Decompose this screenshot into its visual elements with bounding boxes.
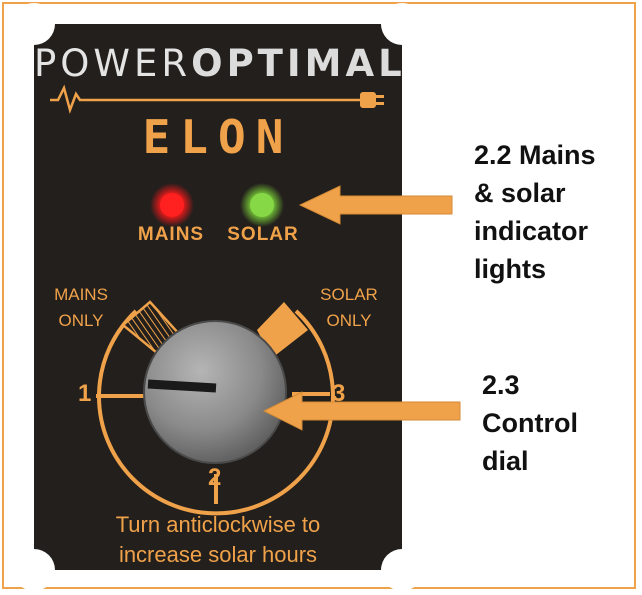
brand-underline [50, 84, 384, 115]
indicator-lights-callout: 2.2 Mains & solar indicator lights [474, 140, 596, 284]
mains-only-label: MAINS [54, 285, 108, 304]
brand-logo: POWEROPTIMAL [34, 42, 402, 85]
mains-indicator-core [160, 193, 184, 217]
solar-indicator-label: SOLAR [227, 224, 299, 245]
solar-indicator-core [250, 193, 274, 217]
panel-corner-cutout [381, 549, 423, 591]
solar-only-label-line2: ONLY [326, 311, 372, 330]
zigzag-wave-icon [50, 84, 360, 115]
instruction-line-1: Turn anticlockwise to [115, 512, 321, 537]
mains-indicator-label: MAINS [137, 224, 205, 245]
model-name: ELON [142, 110, 294, 164]
mains-only-label-line2: ONLY [58, 311, 104, 330]
dial-callout-arrow [262, 391, 461, 431]
panel-corner-cutout [381, 3, 423, 45]
panel-corner-cutout [13, 549, 55, 591]
solar-only-zone-label: SOLAR ONLY [304, 282, 394, 334]
panel-corner-cutout [13, 3, 55, 45]
dial-instruction: Turn anticlockwise to increase solar hou… [34, 510, 402, 570]
brand-text-light: POWER [34, 42, 192, 85]
indicator-callout-arrow [298, 185, 453, 225]
control-dial-callout: 2.3 Control dial [482, 370, 578, 476]
solar-only-label: SOLAR [320, 285, 378, 304]
instruction-line-2: increase solar hours [118, 542, 318, 567]
mains-only-zone-label: MAINS ONLY [36, 282, 126, 334]
dial-pointer-indicator [147, 379, 217, 393]
dial-position-1: 1 [78, 380, 92, 407]
brand-text-bold: OPTIMAL [191, 42, 406, 85]
dial-scale-arc [97, 309, 335, 516]
dial-position-3: 3 [332, 380, 346, 407]
plug-icon [360, 92, 384, 108]
solar-only-zone-wedge [257, 302, 308, 358]
